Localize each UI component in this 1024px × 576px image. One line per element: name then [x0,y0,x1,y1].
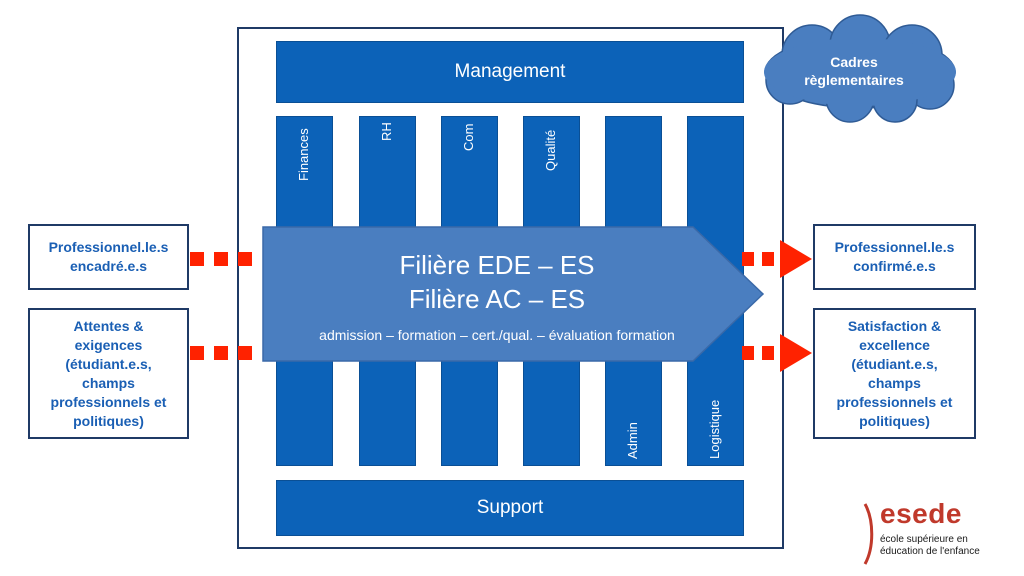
input-box-expectations-line: champs [82,374,135,391]
cloud-label: Cadres règlementaires [784,53,924,89]
arrow-line-ede: Filière EDE – ES [399,250,595,280]
arrow-line-process: admission – formation – cert./qual. – év… [319,327,675,343]
input-box-expectations-line: Attentes & [73,317,144,334]
input-box-expectations-line: exigences [74,336,143,353]
output-box-professionals-line: Professionnel.le.s [834,239,955,255]
input-box-expectations-line: (étudiant.e.s, [65,355,152,372]
cloud-label-line1: Cadres [830,54,878,70]
input-box-professionals-line: Professionnel.le.s [48,239,169,255]
cloud-label-line2: règlementaires [804,72,904,88]
process-arrow [262,226,765,362]
input-box-expectations: Attentes & exigences (étudiant.e.s, cham… [28,308,189,439]
output-box-satisfaction-line: champs [868,374,921,391]
output-box-professionals-line: confirmé.e.s [853,258,936,274]
input-box-professionals-line: encadré.e.s [69,258,148,274]
output-arrow-bottom [742,334,812,372]
input-box-expectations-line: professionnels et [50,393,167,410]
support-bar: Support [276,480,744,536]
logo-tagline: école supérieure en éducation de l'enfan… [880,534,980,558]
output-box-satisfaction-line: Satisfaction & [847,317,942,334]
input-arrow-top [190,252,252,266]
logo-tagline-line1: école supérieure en [880,534,968,545]
management-label: Management [454,61,566,82]
esede-logo: esede école supérieure en éducation de l… [860,498,1020,570]
input-box-professionals: Professionnel.le.s encadré.e.s [28,224,189,290]
logo-bracket-icon [863,503,874,565]
arrow-line-ac: Filière AC – ES [408,284,586,314]
input-arrow-bottom [190,346,252,360]
output-box-professionals: Professionnel.le.s confirmé.e.s [813,224,976,290]
output-arrow-top [742,240,812,278]
logo-tagline-line2: éducation de l'enfance [880,546,980,557]
output-box-satisfaction-line: professionnels et [836,393,953,410]
output-box-satisfaction: Satisfaction & excellence (étudiant.e.s,… [813,308,976,439]
output-box-satisfaction-line: (étudiant.e.s, [851,355,938,372]
logo-wordmark: esede [880,498,962,529]
output-box-satisfaction-line: politiques) [859,412,930,429]
management-bar: Management [276,41,744,103]
output-box-satisfaction-line: excellence [859,336,930,353]
support-label: Support [476,497,544,518]
input-box-expectations-line: politiques) [73,412,144,429]
